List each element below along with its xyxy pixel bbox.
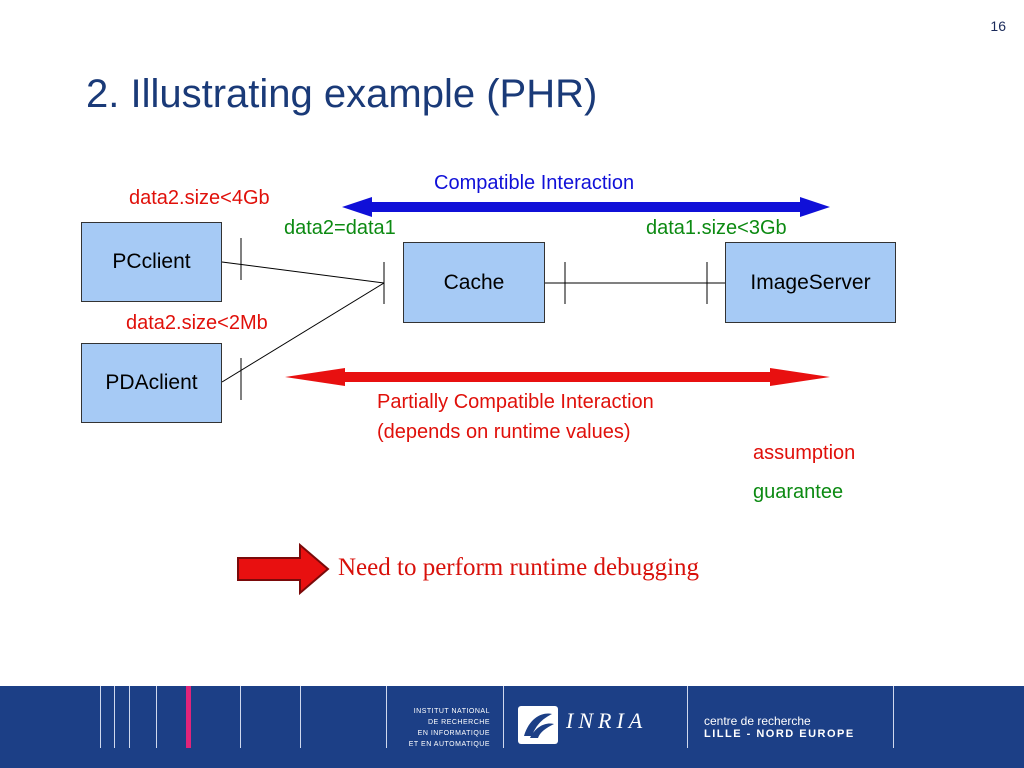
note-arrow-icon	[237, 542, 330, 596]
connector-lines	[221, 238, 725, 400]
centre-line-2: LILLE - NORD EUROPE	[704, 728, 855, 740]
data2-size-4gb-label: data2.size<4Gb	[129, 187, 270, 209]
imageserver-box: ImageServer	[725, 242, 896, 323]
compatible-double-arrow	[342, 197, 830, 217]
inria-logo-text: INRIA	[566, 708, 648, 733]
footer-line	[240, 686, 241, 748]
footer-line	[687, 686, 688, 748]
footer-line	[156, 686, 157, 748]
cache-box: Cache	[403, 242, 545, 323]
footer-accent-line	[186, 686, 191, 748]
footer-banner: INSTITUT NATIONAL DE RECHERCHE EN INFORM…	[0, 686, 1024, 768]
pcclient-cache-line	[221, 261, 385, 284]
page-number: 16	[990, 18, 1006, 34]
data2-size-2mb-label: data2.size<2Mb	[126, 312, 268, 334]
slide-title: 2. Illustrating example (PHR)	[86, 72, 598, 116]
compatible-interaction-label: Compatible Interaction	[434, 172, 635, 194]
partial-double-arrow	[285, 368, 830, 386]
footer-line	[893, 686, 894, 748]
legend-assumption: assumption	[753, 442, 856, 464]
footer-line	[129, 686, 130, 748]
data2-eq-data1-label: data2=data1	[284, 217, 396, 239]
institute-line: INSTITUT NATIONAL	[413, 708, 490, 715]
data1-size-3gb-label: data1.size<3Gb	[646, 217, 787, 239]
footer-line	[100, 686, 101, 748]
runtime-debugging-note: Need to perform runtime debugging	[338, 554, 700, 581]
inria-logo-icon	[518, 706, 558, 744]
pdaclient-box: PDAclient	[81, 343, 222, 423]
pdaclient-cache-line	[221, 282, 385, 383]
legend-guarantee: guarantee	[753, 481, 844, 503]
institute-line: DE RECHERCHE	[427, 719, 490, 726]
centre-line-1: centre de recherche	[704, 714, 811, 728]
institute-line: EN INFORMATIQUE	[417, 730, 490, 737]
footer-line	[503, 686, 504, 748]
institute-text: INSTITUT NATIONAL DE RECHERCHE EN INFORM…	[402, 706, 490, 750]
footer-line	[114, 686, 115, 748]
partial-interaction-sublabel: (depends on runtime values)	[377, 421, 631, 443]
footer-line	[386, 686, 387, 748]
partial-interaction-label: Partially Compatible Interaction	[377, 391, 654, 413]
footer-line	[300, 686, 301, 748]
institute-line: ET EN AUTOMATIQUE	[408, 741, 490, 748]
pcclient-box: PCclient	[81, 222, 222, 302]
